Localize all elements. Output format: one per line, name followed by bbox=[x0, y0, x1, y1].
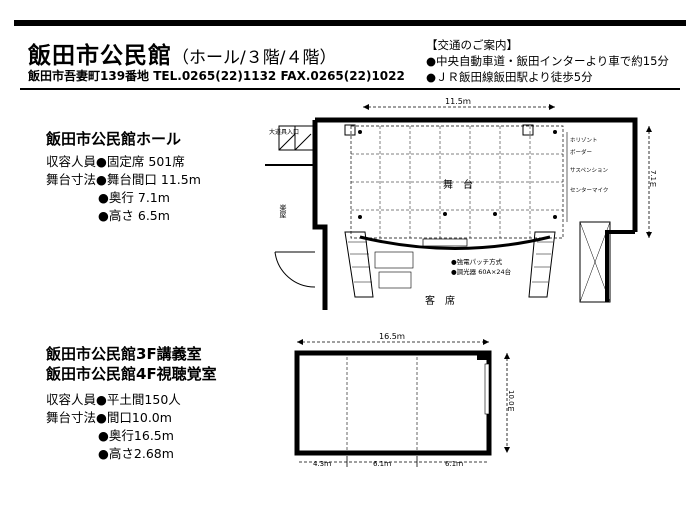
title-subtitle: （ホール/３階/４階） bbox=[172, 48, 337, 68]
hall-stage-width: 舞台寸法●舞台間口 11.5m bbox=[46, 172, 201, 187]
room-depth: ●奥行16.5m bbox=[98, 428, 174, 443]
entrance-label: 大道具入口 bbox=[269, 128, 299, 136]
side-label: ボーダー bbox=[570, 148, 592, 156]
hall-title: 飯田市公民館ホール bbox=[46, 130, 182, 148]
lobby-label: 楽屋 bbox=[279, 203, 287, 219]
access-heading: 【交通のご案内】 bbox=[426, 38, 518, 52]
side-label: センターマイク bbox=[570, 186, 608, 194]
dim-depth-label: 7.1ｍ bbox=[649, 170, 657, 188]
header-rule bbox=[20, 88, 680, 90]
access-info: 【交通のご案内】 ●中央自動車道・飯田インターより車で約15分 ●ＪＲ飯田線飯田… bbox=[426, 37, 669, 85]
room-width: 舞台寸法●間口10.0m bbox=[46, 410, 172, 425]
stage-label: 舞 台 bbox=[443, 178, 473, 191]
room-title-3f: 飯田市公民館3F講義室 bbox=[46, 345, 202, 363]
seg-label: 6.1ｍ bbox=[373, 460, 391, 468]
room-capacity: 収容人員●平土間150人 bbox=[46, 392, 181, 407]
seats-label: 客 席 bbox=[425, 294, 455, 307]
header-bar bbox=[14, 20, 686, 26]
address-line: 飯田市吾妻町139番地 TEL.0265(22)1132 FAX.0265(22… bbox=[28, 69, 405, 83]
page-title: 飯田市公民館（ホール/３階/４階） bbox=[28, 36, 336, 70]
room-specs: 収容人員●平土間150人 舞台寸法●間口10.0m ●奥行16.5m ●高さ2.… bbox=[46, 391, 181, 463]
plan-note: ●強電パッチ方式 bbox=[451, 257, 503, 266]
hall-capacity: 収容人員●固定席 501席 bbox=[46, 154, 185, 169]
seg-label: 6.1ｍ bbox=[445, 460, 463, 468]
dim-depth-label: 10.0ｍ bbox=[507, 390, 515, 413]
access-item: ●中央自動車道・飯田インターより車で約15分 bbox=[426, 54, 669, 68]
room-titles: 飯田市公民館3F講義室 飯田市公民館4F視聴覚室 bbox=[46, 344, 217, 384]
side-label: ホリゾント bbox=[570, 137, 598, 144]
seg-label: 4.3ｍ bbox=[313, 460, 331, 468]
hall-stage-depth: ●奥行 7.1m bbox=[98, 190, 170, 205]
access-item: ●ＪＲ飯田線飯田駅より徒歩5分 bbox=[426, 70, 593, 84]
dim-length-label: 16.5ｍ bbox=[379, 332, 405, 341]
plan-note: ●調光器 60A×24台 bbox=[451, 267, 511, 276]
side-label: サスペンション bbox=[570, 167, 609, 174]
room-floor-plan: 16.5ｍ 4.3ｍ 6.1ｍ 6.1ｍ 10.0ｍ bbox=[294, 332, 515, 468]
hall-stage-height: ●高さ 6.5m bbox=[98, 208, 170, 223]
room-title-4f: 飯田市公民館4F視聴覚室 bbox=[46, 365, 217, 383]
hall-specs: 収容人員●固定席 501席 舞台寸法●舞台間口 11.5m ●奥行 7.1m ●… bbox=[46, 153, 201, 225]
room-height: ●高さ2.68m bbox=[98, 446, 174, 461]
title-text: 飯田市公民館 bbox=[28, 43, 172, 69]
dim-width-label: 11.5ｍ bbox=[445, 97, 471, 106]
hall-floor-plan: 11.5ｍ 大道具入口 楽屋 舞 台 ホリゾント ボーダー サスペンション セン… bbox=[265, 97, 657, 310]
